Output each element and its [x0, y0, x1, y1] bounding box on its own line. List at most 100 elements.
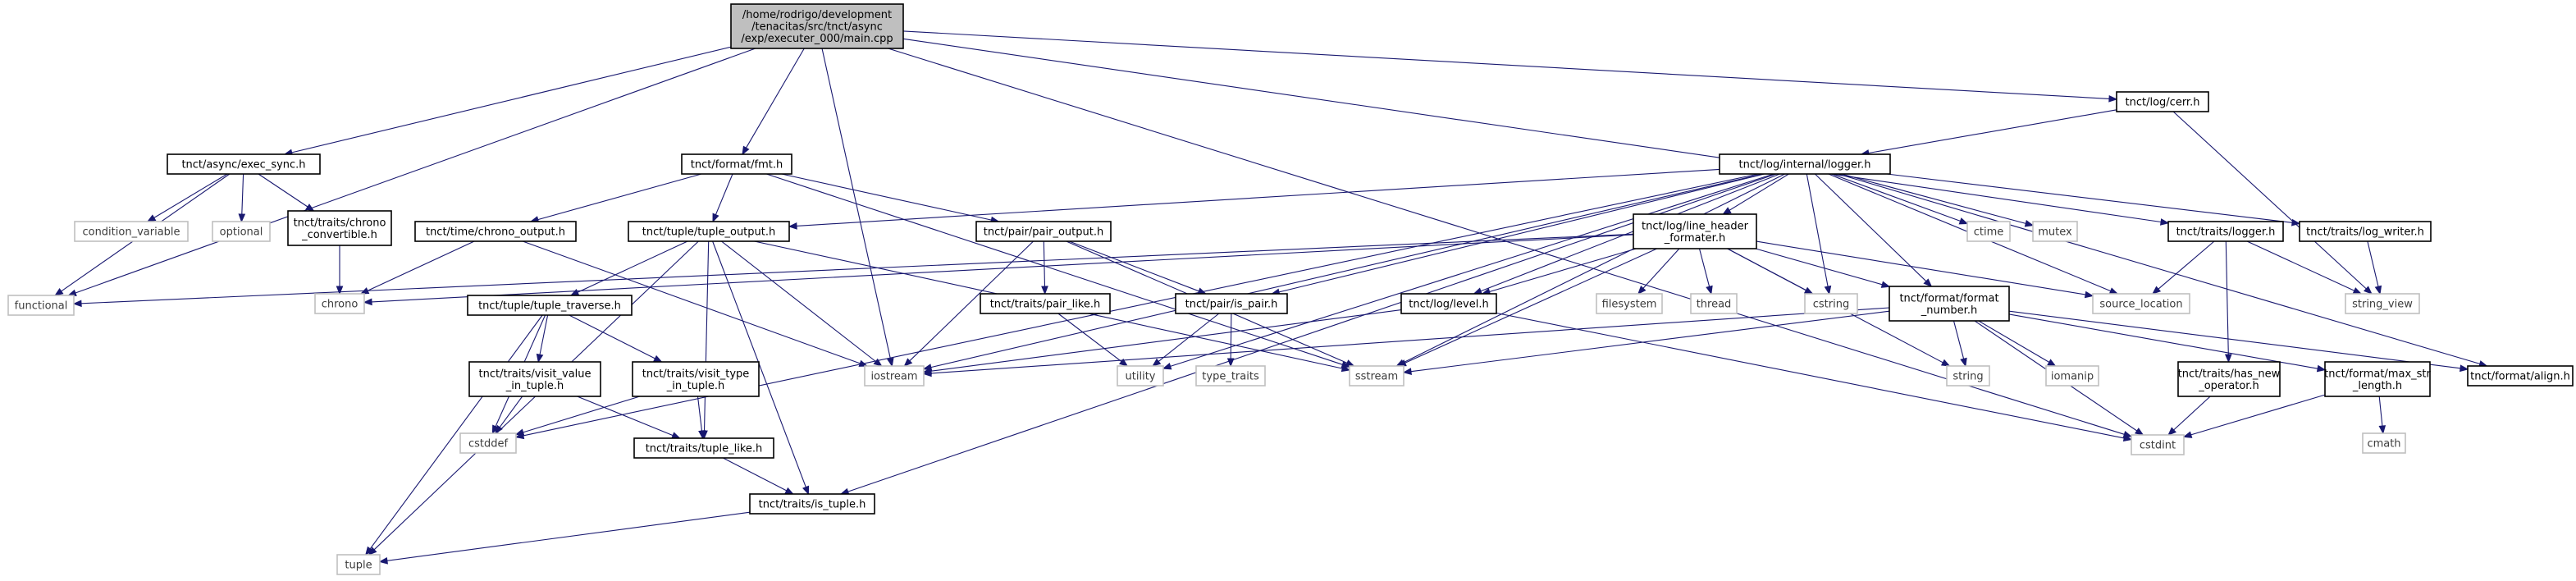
node-visit-type[interactable]: tnct/traits/visit_type_in_tuple.h: [632, 361, 760, 397]
arrowhead-icon: [1402, 368, 1412, 375]
edge-line: [1841, 173, 2026, 224]
node-box: [2299, 221, 2432, 242]
arrowhead-icon: [2378, 425, 2386, 435]
node-cstddef: cstddef: [459, 432, 517, 454]
edge-pair_like-to-utility: [1057, 313, 1129, 367]
arrowhead-icon: [336, 286, 344, 295]
node-source-location: source_location: [2092, 293, 2190, 314]
edge-main-to-cerr: [902, 30, 2118, 103]
node-main[interactable]: /home/rodrigo/development/tenacitas/src/…: [730, 3, 904, 49]
arrowhead-icon: [1706, 285, 1713, 295]
arrowhead-icon: [1041, 286, 1048, 295]
edge-logger-to-align: [1838, 173, 2488, 368]
arrowhead-icon: [514, 432, 525, 440]
node-has-new-operator[interactable]: tnct/traits/has_new_operator.h: [2177, 361, 2281, 397]
node-label: mutex: [2038, 226, 2072, 239]
edge-main-to-iostream: [821, 48, 894, 368]
edge-line: [1756, 240, 2086, 295]
node-align[interactable]: tnct/format/align.h: [2467, 365, 2574, 387]
arrowhead-icon: [742, 145, 750, 156]
edge-line: [577, 240, 688, 293]
node-iostream: iostream: [864, 365, 925, 387]
node-pair-like[interactable]: tnct/traits/pair_like.h: [980, 293, 1111, 314]
arrowhead-icon: [1958, 217, 1969, 225]
edge-line: [537, 173, 702, 221]
node-is-tuple[interactable]: tnct/traits/is_tuple.h: [749, 493, 875, 515]
arrowhead-icon: [698, 430, 706, 440]
edge-line: [577, 396, 674, 437]
node-box: [459, 432, 517, 454]
edge-line_header-to-functional: [72, 233, 1634, 308]
node-tuple-output[interactable]: tnct/tuple/tuple_output.h: [628, 221, 790, 242]
node-label: optional: [220, 226, 263, 239]
node-visit-value[interactable]: tnct/traits/visit_value_in_tuple.h: [468, 361, 601, 397]
edge-line: [1953, 320, 1965, 359]
node-box: [1117, 365, 1164, 387]
arrowhead-icon: [802, 485, 810, 496]
node-label: tnct/time/chrono_output.h: [426, 226, 565, 239]
edge-has_new_operator-to-cstdint: [2167, 396, 2211, 436]
edge-line: [1170, 173, 1774, 367]
node-tuple-like[interactable]: tnct/traits/tuple_like.h: [633, 437, 774, 459]
node-box: [1175, 293, 1288, 314]
node-box: [2131, 434, 2185, 455]
node-cmath: cmath: [2362, 432, 2406, 454]
node-label: iomanip: [2051, 371, 2094, 383]
arrowhead-icon: [903, 358, 913, 367]
node-box: [2032, 221, 2078, 242]
edge-tuple_output-to-iostream: [721, 240, 883, 367]
node-exec-sync[interactable]: tnct/async/exec_sync.h: [167, 153, 321, 175]
node-box: [749, 493, 875, 515]
node-fmt[interactable]: tnct/format/fmt.h: [681, 153, 792, 175]
edge-line: [1868, 109, 2117, 154]
node-chrono-convertible[interactable]: tnct/traits/chrono_convertible.h: [287, 210, 392, 246]
edge-line: [371, 234, 1634, 303]
node-box: [2177, 361, 2281, 397]
edge-line: [1978, 320, 2050, 363]
edge-line_header-to-thread: [1698, 248, 1713, 295]
edge-line: [1404, 248, 1657, 364]
node-line-header[interactable]: tnct/log/line_header_formater.h: [1633, 213, 1757, 249]
arrowhead-icon: [1880, 281, 1891, 288]
arrowhead-icon: [2167, 427, 2176, 436]
node-max-str-length[interactable]: tnct/format/max_str_length.h: [2324, 361, 2432, 397]
edges-layer: [54, 30, 2488, 565]
node-box: [864, 365, 925, 387]
edge-is_pair-to-type_traits: [1226, 313, 1235, 368]
edge-line: [715, 173, 733, 215]
node-is-pair[interactable]: tnct/pair/is_pair.h: [1175, 293, 1288, 314]
arrowhead-icon: [238, 213, 246, 223]
edge-line: [523, 396, 641, 433]
arrowhead-icon: [2364, 286, 2373, 295]
arrowhead-icon: [2151, 286, 2162, 295]
node-label: tnct/log/line_header: [1642, 220, 1749, 232]
node-level[interactable]: tnct/log/level.h: [1400, 293, 1497, 314]
arrowhead-icon: [653, 355, 663, 363]
node-label: sstream: [1355, 371, 1398, 383]
node-label: /tenacitas/src/tnct/async: [751, 21, 883, 34]
node-log-writer[interactable]: tnct/traits/log_writer.h: [2299, 221, 2432, 242]
node-box: [1633, 213, 1757, 249]
node-tuple-traverse[interactable]: tnct/tuple/tuple_traverse.h: [467, 295, 633, 316]
edge-line: [569, 314, 655, 359]
node-label: tnct/traits/visit_type: [642, 368, 750, 380]
node-logger[interactable]: tnct/log/internal/logger.h: [1719, 153, 1891, 175]
node-label: filesystem: [1602, 299, 1657, 311]
node-format-number[interactable]: tnct/format/format_number.h: [1889, 286, 2010, 322]
arrowhead-icon: [1345, 359, 1355, 367]
arrowhead-icon: [1940, 359, 1951, 367]
node-trait-logger[interactable]: tnct/traits/logger.h: [2167, 221, 2284, 242]
node-box: [287, 210, 392, 246]
node-pair-output[interactable]: tnct/pair/pair_output.h: [975, 221, 1112, 242]
node-chrono-output[interactable]: tnct/time/chrono_output.h: [414, 221, 577, 242]
node-box: [467, 295, 633, 316]
edge-logger-to-utility: [1162, 173, 1774, 370]
arrowhead-icon: [146, 214, 157, 222]
node-label: tnct/traits/pair_like.h: [990, 299, 1101, 311]
node-cerr[interactable]: tnct/log/cerr.h: [2116, 91, 2209, 112]
edge-exec_sync-to-optional: [238, 173, 246, 223]
node-condition-variable: condition_variable: [74, 221, 189, 242]
edge-level-to-cstdint: [1496, 312, 2133, 442]
node-label: _in_tuple.h: [505, 380, 564, 392]
node-label: tnct/format/align.h: [2470, 371, 2570, 383]
